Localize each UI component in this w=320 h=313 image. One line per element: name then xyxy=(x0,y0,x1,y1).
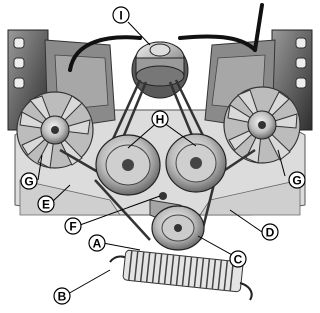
callout-H: H xyxy=(151,110,169,128)
clutch-assembly xyxy=(131,41,189,99)
idler-pulley-bottom xyxy=(151,205,205,251)
svg-text:B: B xyxy=(58,290,67,304)
svg-text:C: C xyxy=(234,253,243,267)
svg-text:I: I xyxy=(119,9,122,23)
right-transmission xyxy=(204,29,313,164)
svg-text:G: G xyxy=(24,175,33,189)
callout-G-left: G xyxy=(20,172,38,190)
callout-F: F xyxy=(64,217,82,235)
callout-B: B xyxy=(53,287,71,305)
svg-text:G: G xyxy=(292,174,301,188)
svg-text:D: D xyxy=(266,226,275,240)
svg-text:H: H xyxy=(156,113,165,127)
callout-I: I xyxy=(112,6,130,24)
left-transmission xyxy=(7,29,116,169)
callout-G-right: G xyxy=(288,171,306,189)
idler-pulley-right xyxy=(165,133,227,193)
callout-E: E xyxy=(37,195,55,213)
idler-pulley-left xyxy=(95,134,161,196)
idler-spring xyxy=(109,249,253,301)
callout-D: D xyxy=(261,223,279,241)
leader-lines xyxy=(37,21,286,296)
callout-C: C xyxy=(229,250,247,268)
callout-A: A xyxy=(88,234,106,252)
svg-text:F: F xyxy=(69,220,76,234)
svg-text:E: E xyxy=(42,198,50,212)
svg-text:A: A xyxy=(93,237,102,251)
tubes xyxy=(68,3,264,72)
